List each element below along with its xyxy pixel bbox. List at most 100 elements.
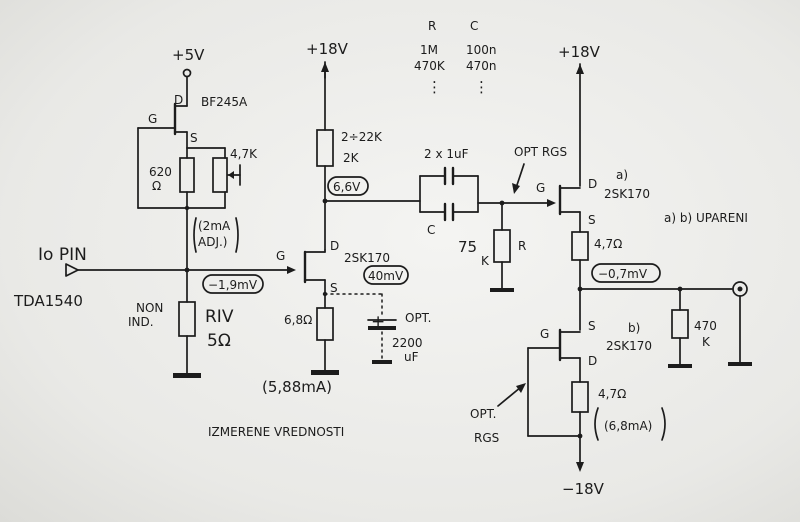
table-header-r: R [428,19,436,33]
wire [547,199,556,207]
wire [737,286,743,292]
ground-symbol-6 [728,362,752,366]
drain-resistor-value: 2K [343,151,360,165]
coupling-capacitors: 2 x 1uF C R 75 K OPT RGS [419,145,567,292]
supply-18v-label-1: +18V [306,40,349,58]
resistor-620 [179,157,195,193]
adjust-label: ADJ.) [198,235,227,249]
source-resistor-4r7-upper [571,231,589,261]
ground-symbol-1 [173,373,201,378]
source-resistor-value: 6,8Ω [284,313,312,327]
non-inductive-label-1: NON [136,301,163,315]
drain-resistor-range: 2÷22K [341,130,383,144]
gate-resistor-unit: K [481,254,490,268]
gate-resistor-r [493,229,511,263]
load-resistor-470k [671,309,689,339]
capacitor-2200-value: 2200 [392,336,423,350]
text: + [371,312,385,332]
wire [594,407,599,441]
drain-resistor-2k [316,129,334,167]
measured-values-caption: IZMERENE VREDNOSTI [208,425,344,439]
jfet-2-variant: a) [616,168,628,182]
wire [193,217,239,253]
jfet-3-gate-pin: G [540,327,549,341]
bf245a-gate-pin: G [148,112,157,126]
capacitor-2200-unit: uF [404,350,419,364]
jfet-1-part-label: 2SK170 [344,251,390,265]
ground-symbol-4 [490,288,514,292]
dac-chip-label: TDA1540 [13,292,83,310]
optional-rgs-label: OPT RGS [514,145,567,159]
jfet-3-drain-pin: D [588,354,597,368]
drain-voltage-value: 6,6V [333,180,361,194]
supply-minus-18v-label: −18V [562,480,605,498]
resistor-riv [178,301,196,337]
table-header-c: C [470,19,478,33]
current-stage-1: (5,88mA) [262,378,332,396]
source-resistor-4r7-lower [571,381,589,413]
optional-rgs-label-2: RGS [474,431,499,445]
gate-voltage-value: −1,9mV [208,278,258,292]
bf245a-part-label: BF245A [201,95,248,109]
supply-18v-label-2: +18V [558,43,601,61]
lower-resistor-value: 4,7Ω [598,387,626,401]
wire [497,386,522,407]
jfet-1-drain-pin: D [330,239,339,253]
capacitor-c-label: C [427,223,435,237]
bf245a-drain-pin: D [174,93,183,107]
jfet-2-part-label: 2SK170 [604,187,650,201]
wire [577,433,583,439]
rc-value-table: R C 1M 100n 470K 470n ⋮ ⋮ [414,19,497,96]
input-section: Io PIN TDA1540 −1,9mV RIV 5Ω NON IND. [13,245,296,378]
gate-resistor-value: 75 [458,238,477,256]
wire [512,183,520,194]
gate-resistor-label: R [518,239,526,253]
wire [516,383,526,393]
output-follower-stage: +18V G D S a) 2SK170 a) b) UPARENI 4,7Ω … [470,43,752,498]
jfet-3-part-label: 2SK170 [606,339,652,353]
resistor-620-value: 620 [149,165,172,179]
ground-symbol-5 [668,364,692,368]
current-stage-2: (6,8mA) [604,419,652,433]
resistor-riv-label: RIV [205,307,234,327]
upper-resistor-value: 4,7Ω [594,237,622,251]
jfet-1-gate-pin: G [276,249,285,263]
jfet-2-gate-pin: G [536,181,545,195]
wire [287,266,296,274]
text: ⋮ [474,78,489,96]
supply-5v-label: +5V [172,46,205,64]
table-c-1: 100n [466,43,497,57]
matched-pair-note: a) b) UPARENI [664,211,748,225]
jfet-2-source-pin: S [588,213,596,227]
2sk170-gain-stage: +18V 2÷22K 2K 6,6V G D S 2SK170 40mV OPT… [262,40,431,396]
potentiometer-value: 4,7K [230,147,258,161]
table-r-2: 470K [414,59,446,73]
supply-5v-terminal [182,68,192,78]
wire [321,62,329,72]
ground-symbol-2 [311,370,339,375]
table-c-2: 470n [466,59,497,73]
input-terminal [65,263,79,277]
source-resistor-6r8 [316,307,334,341]
output-dc-value: −0,7mV [598,267,648,281]
voltage-annotation-1 [202,274,264,294]
resistor-riv-value: 5Ω [207,331,231,351]
voltage-annotation-4 [591,263,661,283]
ohm-unit-1: Ω [152,179,161,193]
wire [228,171,234,179]
wire [515,163,525,189]
source-voltage-value: 40mV [368,269,404,283]
bf245a-source-pin: S [190,131,198,145]
jfet-1-source-pin: S [330,281,338,295]
jfet-3-source-pin: S [588,319,596,333]
optional-capacitor-2200uf [368,326,396,330]
wire [661,407,666,441]
voltage-annotation-2 [327,176,369,196]
jfet-3-variant: b) [628,321,640,335]
coupling-cap-label: 2 x 1uF [424,147,469,161]
bf245a-current-source: +5V G D S BF245A 620 Ω 4,7K (2mA ADJ.) [137,46,258,271]
load-resistor-value: 470 [694,319,717,333]
load-resistor-unit: K [702,335,711,349]
